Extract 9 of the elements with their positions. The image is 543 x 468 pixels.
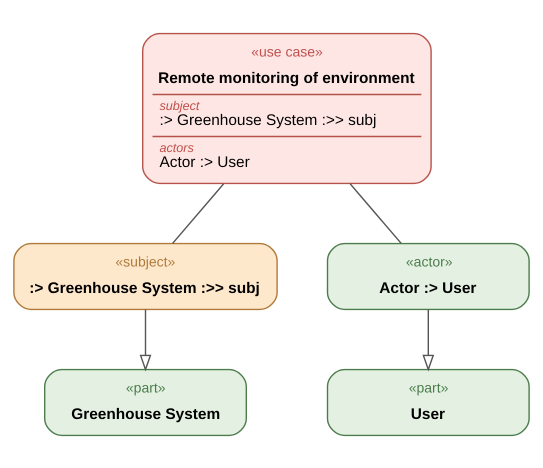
node-box: «subject» :> Greenhouse System :>> subj [13,242,278,310]
connector [172,182,224,244]
node-box: «use case» Remote monitoring of environment subject :> Greenhouse System :>> subj actors Actor :> User [142,32,432,184]
node-box: «actor» Actor :> User [326,242,530,310]
node-box: «part» User [326,368,530,436]
arrow [140,309,152,372]
node-box: «part» Greenhouse System [44,368,247,436]
connector [350,182,402,244]
arrow [422,309,434,372]
